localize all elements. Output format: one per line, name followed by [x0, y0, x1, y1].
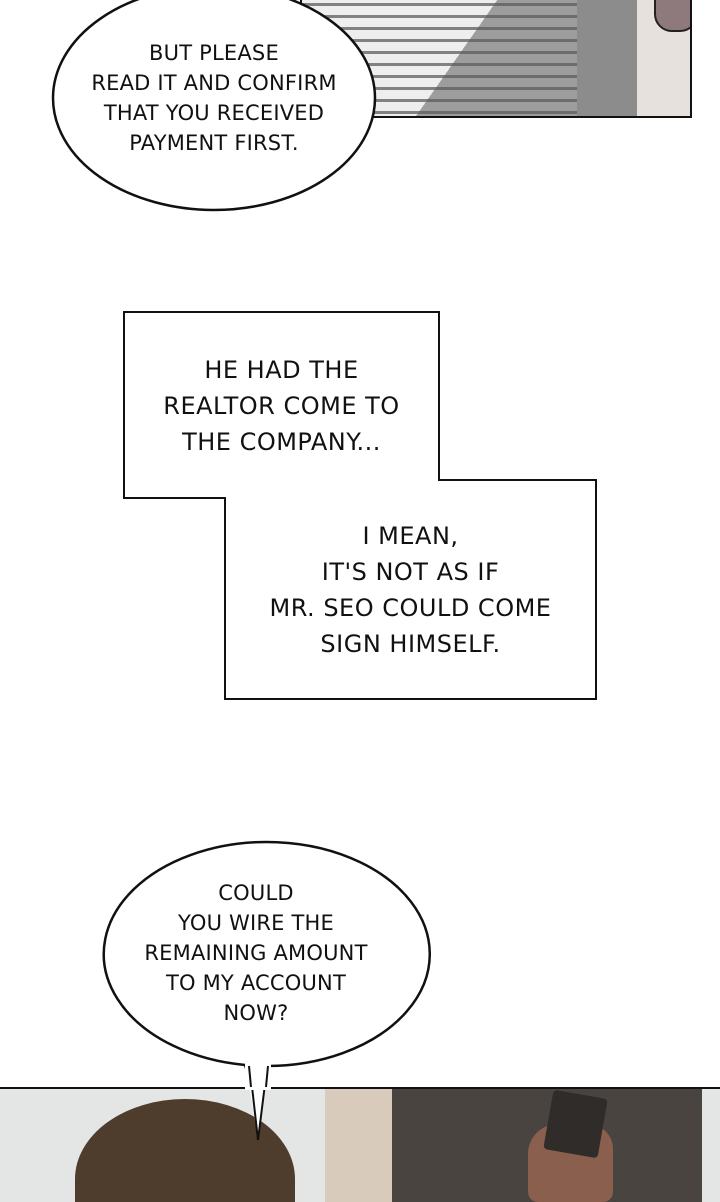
caption-line: IT'S NOT AS IF — [321, 558, 500, 586]
bubble-line: NOW? — [223, 1001, 289, 1025]
caption-line: I MEAN, — [362, 522, 459, 550]
door-frame — [325, 1089, 395, 1202]
bubble-line: BUT PLEASE — [149, 41, 279, 65]
bubble-line: COULD — [218, 881, 294, 905]
speech-bubble-2-text: COULD YOU WIRE THE REMAINING AMOUNT TO M… — [106, 878, 406, 1028]
bubble-line: REMAINING AMOUNT — [144, 941, 368, 965]
sleeve-art — [654, 0, 690, 32]
caption-line: REALTOR COME TO — [163, 392, 400, 420]
bottom-panel-art — [0, 1087, 720, 1202]
phone-icon — [543, 1089, 608, 1159]
bubble-line: PAYMENT FIRST. — [129, 131, 299, 155]
caption-2-text: I MEAN, IT'S NOT AS IF MR. SEO COULD COM… — [225, 518, 596, 662]
caption-1-text: HE HAD THE REALTOR COME TO THE COMPANY..… — [124, 352, 439, 460]
speech-bubble-2-shape — [102, 840, 432, 1111]
speech-bubble-1-text: BUT PLEASE READ IT AND CONFIRM THAT YOU … — [64, 38, 364, 158]
bubble-line: YOU WIRE THE — [177, 911, 335, 935]
caption-line: MR. SEO COULD COME — [269, 594, 552, 622]
character-hair — [75, 1099, 295, 1202]
bubble-line: READ IT AND CONFIRM — [91, 71, 337, 95]
caption-box-shape — [123, 311, 597, 700]
speech-bubble-1-shape — [51, 0, 377, 212]
caption-line: THE COMPANY... — [182, 428, 381, 456]
caption-line: HE HAD THE — [204, 356, 359, 384]
top-panel-document-art — [300, 0, 692, 118]
bubble-line: THAT YOU RECEIVED — [103, 101, 325, 125]
bubble-line: TO MY ACCOUNT — [165, 971, 346, 995]
caption-line: SIGN HIMSELF. — [320, 630, 501, 658]
wall-shadow — [577, 0, 637, 116]
